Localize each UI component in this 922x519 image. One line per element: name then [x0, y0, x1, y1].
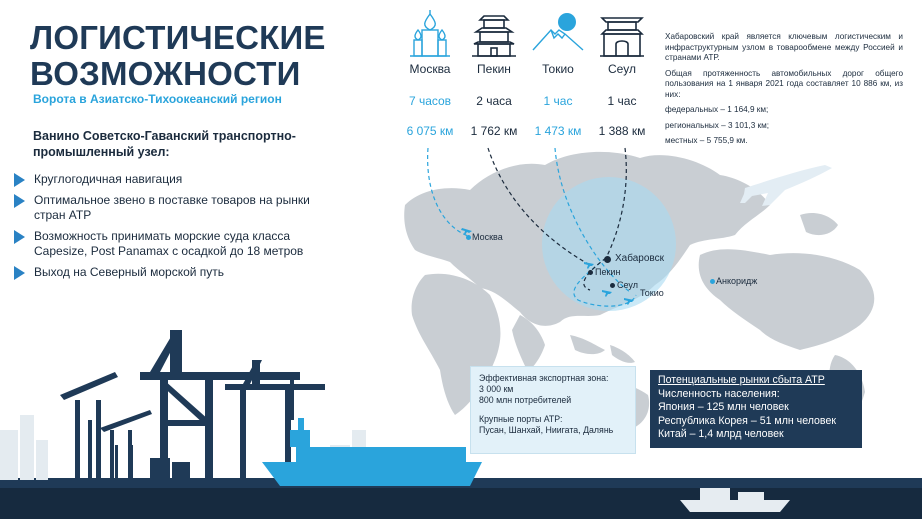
zone-consumers: 800 млн потребителей	[479, 395, 572, 405]
map-label-khabarovsk: Хабаровск	[615, 253, 664, 264]
triangle-bullet-icon	[14, 230, 25, 244]
city-seoul: Сеул 1 час 1 388 км	[590, 10, 654, 138]
airplane-icon	[740, 165, 832, 206]
flight-distance: 1 388 км	[598, 124, 646, 138]
city-name: Сеул	[608, 62, 636, 76]
ports-list: Пусан, Шанхай, Ниигата, Далянь	[479, 425, 614, 435]
stats-roads: Общая протяженность автомобильных дорог …	[665, 68, 903, 99]
map-label-moscow: Москва	[472, 232, 503, 242]
gate-icon	[600, 17, 644, 57]
markets-box: Потенциальные рынки сбыта АТР Численност…	[650, 370, 862, 448]
triangle-bullet-icon	[14, 266, 25, 280]
flight-distance: 1 473 км	[534, 124, 582, 138]
export-zone-circle	[542, 177, 676, 311]
city-beijing: Пекин 2 часа 1 762 км	[462, 10, 526, 138]
seoul-dot	[610, 283, 615, 288]
port-cranes	[60, 330, 325, 480]
stats-federal: федеральных – 1 164,9 км;	[665, 105, 769, 114]
stats-local: местных – 5 755,9 км.	[665, 136, 748, 145]
list-item: Круглогодичная навигация	[14, 172, 334, 187]
containers	[150, 458, 190, 478]
plane-icons	[461, 228, 634, 305]
map-label-beijing: Пекин	[595, 267, 621, 277]
white-ship	[680, 488, 790, 512]
stats-intro: Хабаровский край является ключевым логис…	[665, 32, 903, 62]
map-label-tokyo: Токио	[640, 288, 664, 298]
population-korea: Республика Корея – 51 млн человек	[658, 414, 836, 427]
title-line-1: ЛОГИСТИЧЕСКИЕ	[30, 19, 326, 56]
triangle-bullet-icon	[14, 173, 25, 187]
flight-time: 2 часа	[476, 94, 512, 108]
population-title: Численность населения:	[658, 387, 780, 400]
city-tokyo: Токио 1 час 1 473 км	[526, 10, 590, 138]
map-label-anchorage: Анкоридж	[716, 276, 758, 286]
list-item: Выход на Северный морской путь	[14, 265, 334, 280]
anchorage-dot	[710, 279, 715, 284]
export-zone-box: Эффективная экспортная зона: 3 000 км 80…	[470, 366, 636, 454]
flight-distance: 6 075 км	[406, 124, 454, 138]
pagoda-icon	[472, 15, 516, 57]
container-ship	[262, 418, 482, 486]
flight-time: 1 час	[543, 94, 573, 108]
city-name: Пекин	[477, 62, 511, 76]
beijing-dot	[588, 270, 593, 275]
stats-regional: региональных – 3 101,3 км;	[665, 120, 770, 130]
zone-title: Эффективная экспортная зона:	[479, 373, 609, 383]
triangle-bullet-icon	[14, 194, 25, 208]
zone-distance: 3 000 км	[479, 384, 514, 394]
map-label-seoul: Сеул	[617, 280, 638, 290]
list-item: Оптимальное звено в поставке товаров на …	[14, 193, 334, 223]
list-item: Возможность принимать морские суда класс…	[14, 229, 334, 259]
subtitle: Ворота в Азиатско-Тихоокеанский регион	[33, 92, 282, 106]
moscow-dot	[466, 235, 471, 240]
title-line-2: ВОЗМОЖНОСТИ	[30, 55, 301, 92]
city-name: Москва	[409, 62, 451, 76]
city-name: Токио	[542, 62, 574, 76]
region-stats: Хабаровский край является ключевым логис…	[665, 32, 903, 152]
khabarovsk-dot	[604, 256, 611, 263]
population-japan: Япония – 125 млн человек	[658, 401, 789, 413]
markets-title: Потенциальные рынки сбыта АТР	[658, 374, 825, 386]
page-title: ЛОГИСТИЧЕСКИЕ ВОЗМОЖНОСТИ	[30, 20, 326, 92]
flight-time: 7 часов	[408, 94, 452, 108]
city-distances: Москва 7 часов 6 075 км Пекин 2 часа 1 7…	[398, 10, 654, 150]
kremlin-icon	[410, 10, 450, 57]
fuji-icon	[532, 13, 584, 51]
flight-time: 1 час	[607, 94, 637, 108]
flight-distance: 1 762 км	[470, 124, 518, 138]
city-moscow: Москва 7 часов 6 075 км	[398, 10, 462, 138]
feature-list: Круглогодичная навигация Оптимальное зве…	[14, 172, 334, 286]
population-china: Китай – 1,4 млрд человек	[658, 428, 784, 440]
ports-title: Крупные порты АТР:	[479, 414, 563, 424]
hub-title: Ванино Советско-Гаванский транспортно-пр…	[33, 129, 296, 159]
